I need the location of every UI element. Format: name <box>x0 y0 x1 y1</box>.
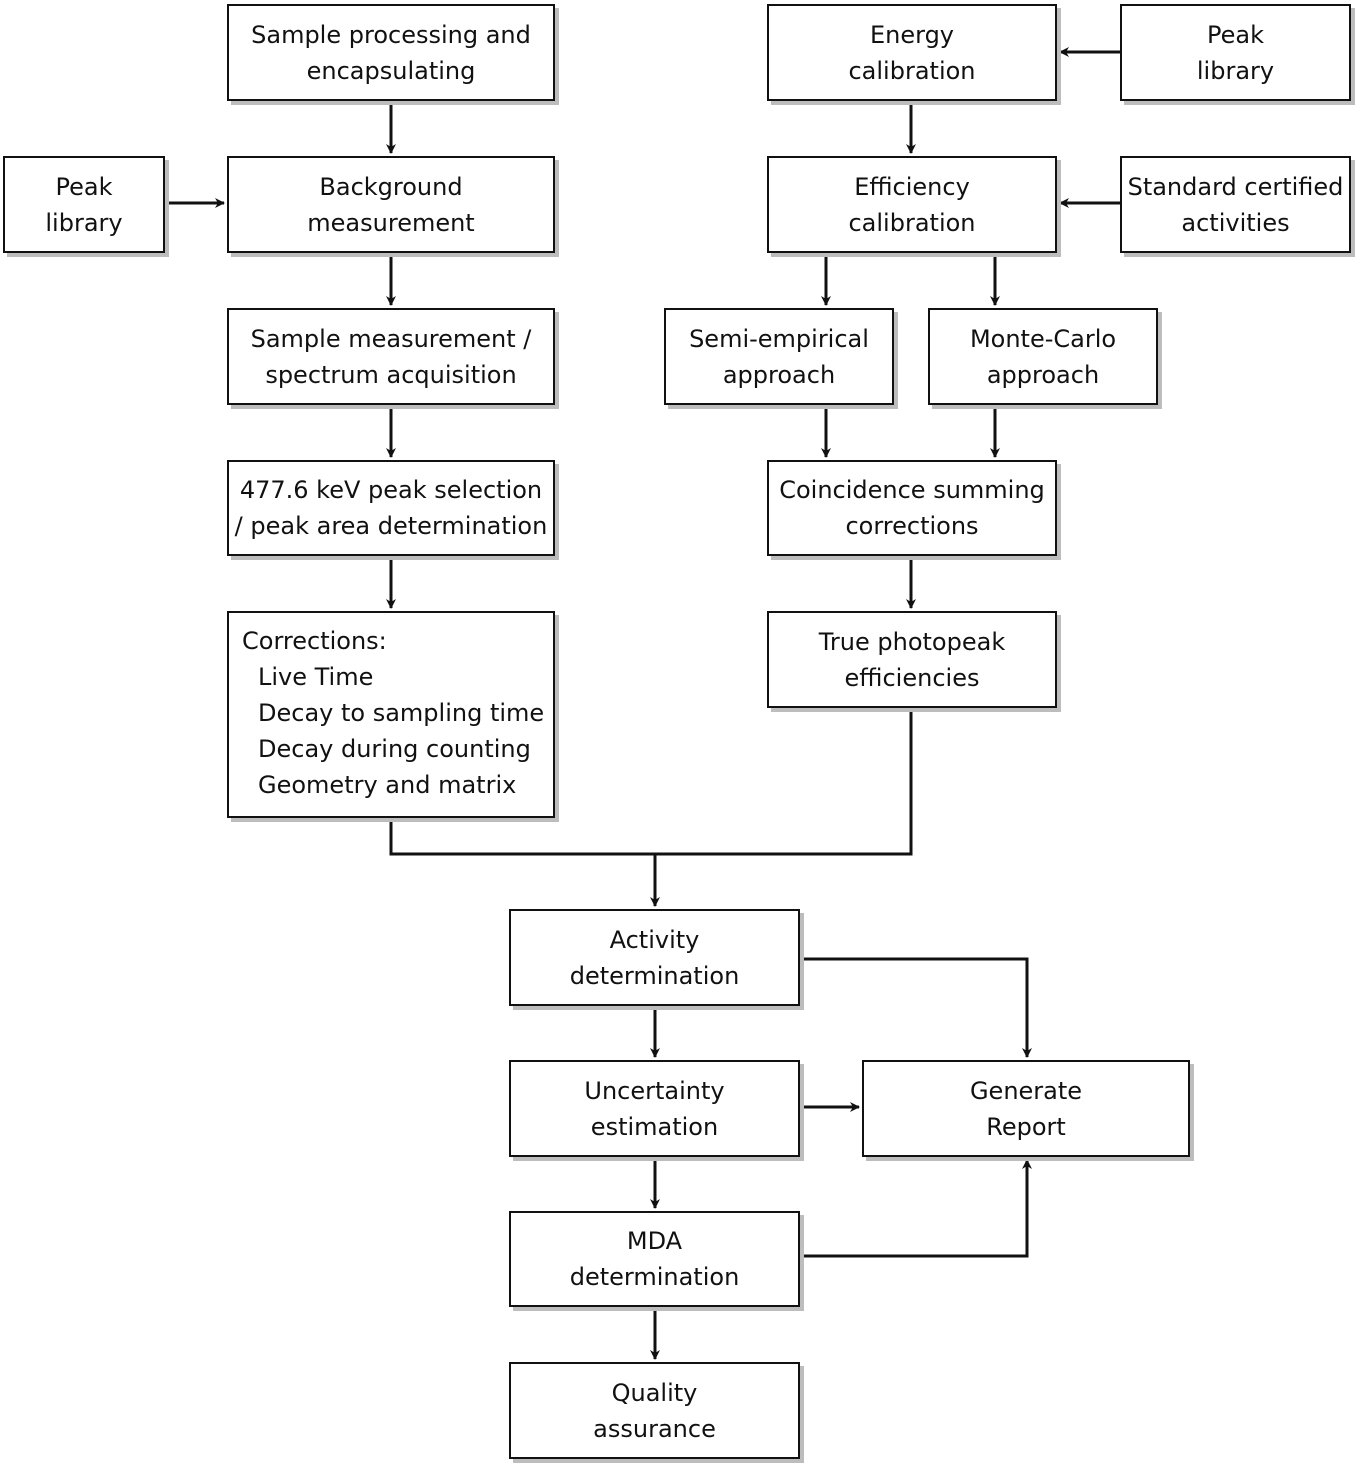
energy-calibration-box: Energy calibration <box>767 4 1057 101</box>
peak-library-right-box: Peak library <box>1120 4 1351 101</box>
box-text: calibration <box>848 208 976 237</box>
standard-certified-activities-box: Standard certified activities <box>1120 156 1351 253</box>
box-text: Generate <box>969 1076 1083 1105</box>
box-text: library <box>1196 56 1275 85</box>
box-text: Coincidence summing <box>779 476 1045 504</box>
box-text: Sample measurement / <box>250 324 532 353</box>
box-text: Quality <box>611 1378 698 1407</box>
corrections-title: Corrections: <box>242 627 387 655</box>
correction-item: Live Time <box>258 663 374 691</box>
arrow-mda-to-report <box>800 1159 1032 1258</box>
arrow-activity-to-report <box>800 957 1032 1058</box>
background-measurement-box: Background measurement <box>227 156 555 253</box>
box-text: Sample processing and <box>251 20 531 49</box>
box-text: calibration <box>848 56 976 85</box>
box-text: determination <box>569 1263 740 1291</box>
box-text: assurance <box>593 1414 716 1443</box>
box-text: Semi-empirical <box>689 324 869 353</box>
box-text: Peak <box>55 172 113 201</box>
box-text: Peak <box>1207 20 1264 49</box>
sample-measurement-box: Sample measurement / spectrum acquisitio… <box>227 308 555 405</box>
quality-assurance-box: Quality assurance <box>509 1362 800 1459</box>
box-text: Activity <box>609 925 700 954</box>
monte-carlo-box: Monte-Carlo approach <box>928 308 1158 405</box>
uncertainty-estimation-box: Uncertainty estimation <box>509 1060 800 1157</box>
box-text: efficiencies <box>844 663 980 692</box>
box-text: / peak area determination <box>234 512 548 540</box>
correction-item: Geometry and matrix <box>258 771 517 799</box>
generate-report-box: Generate Report <box>862 1060 1190 1157</box>
peak-selection-box: 477.6 keV peak selection / peak area det… <box>227 460 555 556</box>
line-corrections-to-merge <box>389 708 913 856</box>
box-text: measurement <box>307 208 475 237</box>
box-text: Report <box>986 1112 1066 1141</box>
box-text: spectrum acquisition <box>265 360 517 389</box>
box-text: estimation <box>590 1112 719 1141</box>
box-text: library <box>45 208 123 237</box>
box-text: activities <box>1181 208 1290 237</box>
sample-processing-box: Sample processing and encapsulating <box>227 4 555 101</box>
peak-library-left-box: Peak library <box>3 156 165 253</box>
correction-item: Decay to sampling time <box>258 699 545 727</box>
true-photopeak-box: True photopeak efficiencies <box>767 611 1057 708</box>
box-text: Standard certified <box>1127 172 1344 201</box>
box-text: determination <box>569 961 740 990</box>
box-text: MDA <box>626 1227 683 1255</box>
box-text: True photopeak <box>818 627 1006 656</box>
semi-empirical-box: Semi-empirical approach <box>664 308 894 405</box>
box-text: Background <box>319 172 463 201</box>
box-text: approach <box>722 360 836 389</box>
activity-determination-box: Activity determination <box>509 909 800 1006</box>
corrections-box: Corrections: Live Time Decay to sampling… <box>227 611 555 818</box>
box-text: corrections <box>845 512 979 540</box>
box-text: encapsulating <box>306 56 476 85</box>
coincidence-summing-box: Coincidence summing corrections <box>767 460 1057 556</box>
box-text: Energy <box>869 20 955 49</box>
box-text: Monte-Carlo <box>969 324 1117 353</box>
box-text: Efficiency <box>854 172 970 201</box>
correction-item: Decay during counting <box>258 735 531 763</box>
box-text: Uncertainty <box>584 1076 725 1105</box>
efficiency-calibration-box: Efficiency calibration <box>767 156 1057 253</box>
box-text: 477.6 keV peak selection <box>239 476 543 504</box>
box-text: approach <box>986 360 1100 389</box>
mda-determination-box: MDA determination <box>509 1211 800 1307</box>
